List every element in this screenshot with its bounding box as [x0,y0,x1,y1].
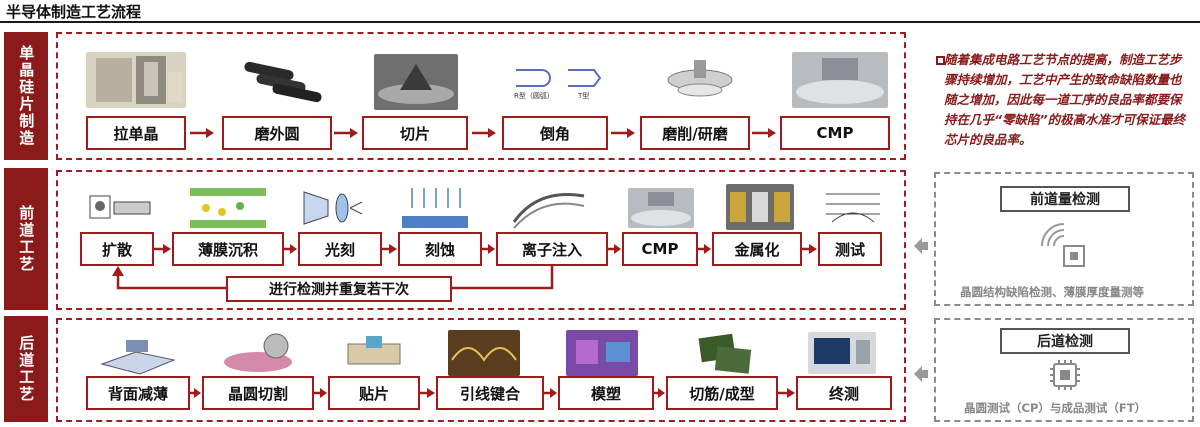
step-lithography: 光刻 [298,232,382,266]
back-inspection-box [934,318,1194,422]
step-chamfer: 倒角 [502,116,608,150]
arrow-right-icon [154,244,171,254]
arrow-right-icon [698,244,711,254]
deposition-image [186,182,270,232]
arrow-right-icon [752,128,776,138]
cmp-front-image [628,188,694,228]
arrow-right-icon [334,128,358,138]
arrow-right-icon [190,388,201,398]
cmp-machine-image [792,52,888,108]
chamfer-r-label: R型（圆弧） [514,92,554,100]
back-inspection-title: 后道检测 [1000,328,1130,354]
step-grinding: 磨削/研磨 [640,116,750,150]
arrow-right-icon [190,128,214,138]
wafer-section [56,32,906,160]
step-test: 测试 [818,232,882,266]
note-text: 随着集成电路工艺节点的提高，制造工艺步骤持续增加，工艺中产生的致命缺陷数量也随之… [930,50,1192,150]
arrow-left-icon [914,366,928,382]
implant-image [508,182,590,232]
chamfer-image: R型（圆弧） T型 [512,62,608,102]
arrow-right-icon [472,128,496,138]
step-cmp-front: CMP [622,232,698,266]
arrow-right-icon [608,244,621,254]
arrow-right-icon [382,244,397,254]
back-thinning-image [96,334,180,376]
loop-label: 进行检测并重复若干次 [226,276,452,302]
molding-image [566,330,638,376]
final-test-image [808,332,876,374]
step-round-grind: 磨外圆 [222,116,332,150]
back-section [56,318,906,422]
metallization-image [726,184,794,230]
arrow-right-icon [611,128,635,138]
front-inspection-box [934,172,1194,306]
wafer-slice-image [374,54,458,110]
side-tab-front: 前道工艺 [4,168,48,310]
page-title: 半导体制造工艺流程 [6,3,142,21]
pull-crystal-image [86,52,186,108]
arrow-right-icon [314,388,327,398]
step-molding: 模塑 [558,376,654,410]
ingot-image [240,58,330,106]
arrow-right-icon [482,244,495,254]
step-diffusion: 扩散 [80,232,154,266]
step-slicing: 切片 [362,116,468,150]
dicing-image [218,330,296,376]
front-inspection-caption: 晶圆结构缺陷检测、薄膜厚度量测等 [960,285,1144,299]
arrow-right-icon [284,244,297,254]
side-tab-wafer: 单晶硅片制造 [4,32,48,160]
radar-icon [1041,223,1085,267]
step-metallization: 金属化 [712,232,802,266]
step-back-thinning: 背面减薄 [86,376,190,410]
step-pull-crystal: 拉单晶 [86,116,186,150]
step-etching: 刻蚀 [398,232,482,266]
back-inspection-caption: 晶圆测试（CP）与成品测试（FT） [964,401,1147,415]
front-section [56,170,906,310]
trim-form-image [686,330,760,376]
arrow-right-icon [802,244,817,254]
step-ion-implant: 离子注入 [496,232,608,266]
note-body: 随着集成电路工艺节点的提高，制造工艺步骤持续增加，工艺中产生的致命缺陷数量也随之… [944,52,1186,147]
arrow-right-icon [654,388,665,398]
title-rule [0,21,1200,23]
wire-bond-image [448,330,520,376]
front-inspection-title: 前道量检测 [1000,186,1130,212]
step-wire-bond: 引线键合 [436,376,544,410]
chip-icon [1050,360,1080,390]
die-attach-image [340,330,408,376]
step-final-test: 终测 [796,376,892,410]
arrow-right-icon [778,388,795,398]
arrow-right-icon [420,388,435,398]
lithography-image [298,182,364,232]
side-tab-back: 后道工艺 [4,316,48,422]
note-bullet-icon [936,56,945,65]
chamfer-t-label: T型 [578,92,590,100]
step-dicing: 晶圆切割 [202,376,314,410]
diffusion-image [84,186,156,232]
step-deposition: 薄膜沉积 [172,232,284,266]
step-cmp-wafer: CMP [780,116,890,150]
test-image [822,184,884,230]
step-die-attach: 贴片 [328,376,420,410]
grinding-image [658,56,742,106]
arrow-right-icon [544,388,557,398]
etching-image [398,182,472,232]
arrow-left-icon [914,238,928,254]
step-trim-form: 切筋/成型 [666,376,778,410]
